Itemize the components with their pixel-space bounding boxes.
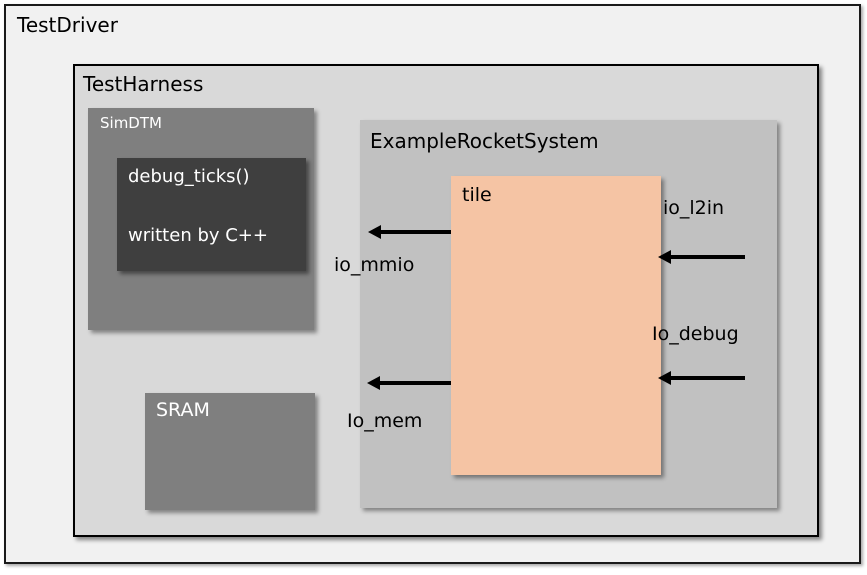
testharness-box: TestHarness SimDTM debug_ticks() written… xyxy=(73,64,819,537)
testdriver-box: TestDriver TestHarness SimDTM debug_tick… xyxy=(4,4,861,564)
written-by-cpp-text: written by C++ xyxy=(128,225,268,246)
arrow-shaft xyxy=(669,376,745,380)
testharness-label: TestHarness xyxy=(83,72,204,96)
tile-box: tile xyxy=(451,176,661,475)
testdriver-label: TestDriver xyxy=(17,13,118,37)
tile-label: tile xyxy=(462,184,492,206)
io-mmio-label: io_mmio xyxy=(334,254,415,276)
arrowhead-icon xyxy=(368,225,381,239)
arrow-shaft xyxy=(379,230,451,234)
io-debug-label: Io_debug xyxy=(652,323,739,345)
debug-code-box: debug_ticks() written by C++ xyxy=(117,158,306,271)
io-debug-arrow-left-icon xyxy=(658,371,745,385)
arrow-shaft xyxy=(378,381,451,385)
sram-box: SRAM xyxy=(145,393,315,510)
arrowhead-icon xyxy=(658,371,671,385)
rocket-system-label: ExampleRocketSystem xyxy=(370,129,599,153)
io-l2in-label: io_l2in xyxy=(663,197,725,219)
arrowhead-icon xyxy=(658,250,671,264)
arrow-shaft xyxy=(669,255,745,259)
debug-ticks-text: debug_ticks() xyxy=(128,166,250,187)
simdtm-label: SimDTM xyxy=(100,114,162,132)
arrowhead-icon xyxy=(367,376,380,390)
simdtm-box: SimDTM debug_ticks() written by C++ xyxy=(88,108,314,330)
rocket-system-box: ExampleRocketSystem tile io_mmio io_l2in… xyxy=(334,120,777,508)
io-l2in-arrow-left-icon xyxy=(658,250,745,264)
sram-label: SRAM xyxy=(156,399,210,421)
io-mem-arrow-left-icon xyxy=(367,376,451,390)
io-mmio-arrow-left-icon xyxy=(368,225,451,239)
io-mem-label: Io_mem xyxy=(347,410,423,432)
